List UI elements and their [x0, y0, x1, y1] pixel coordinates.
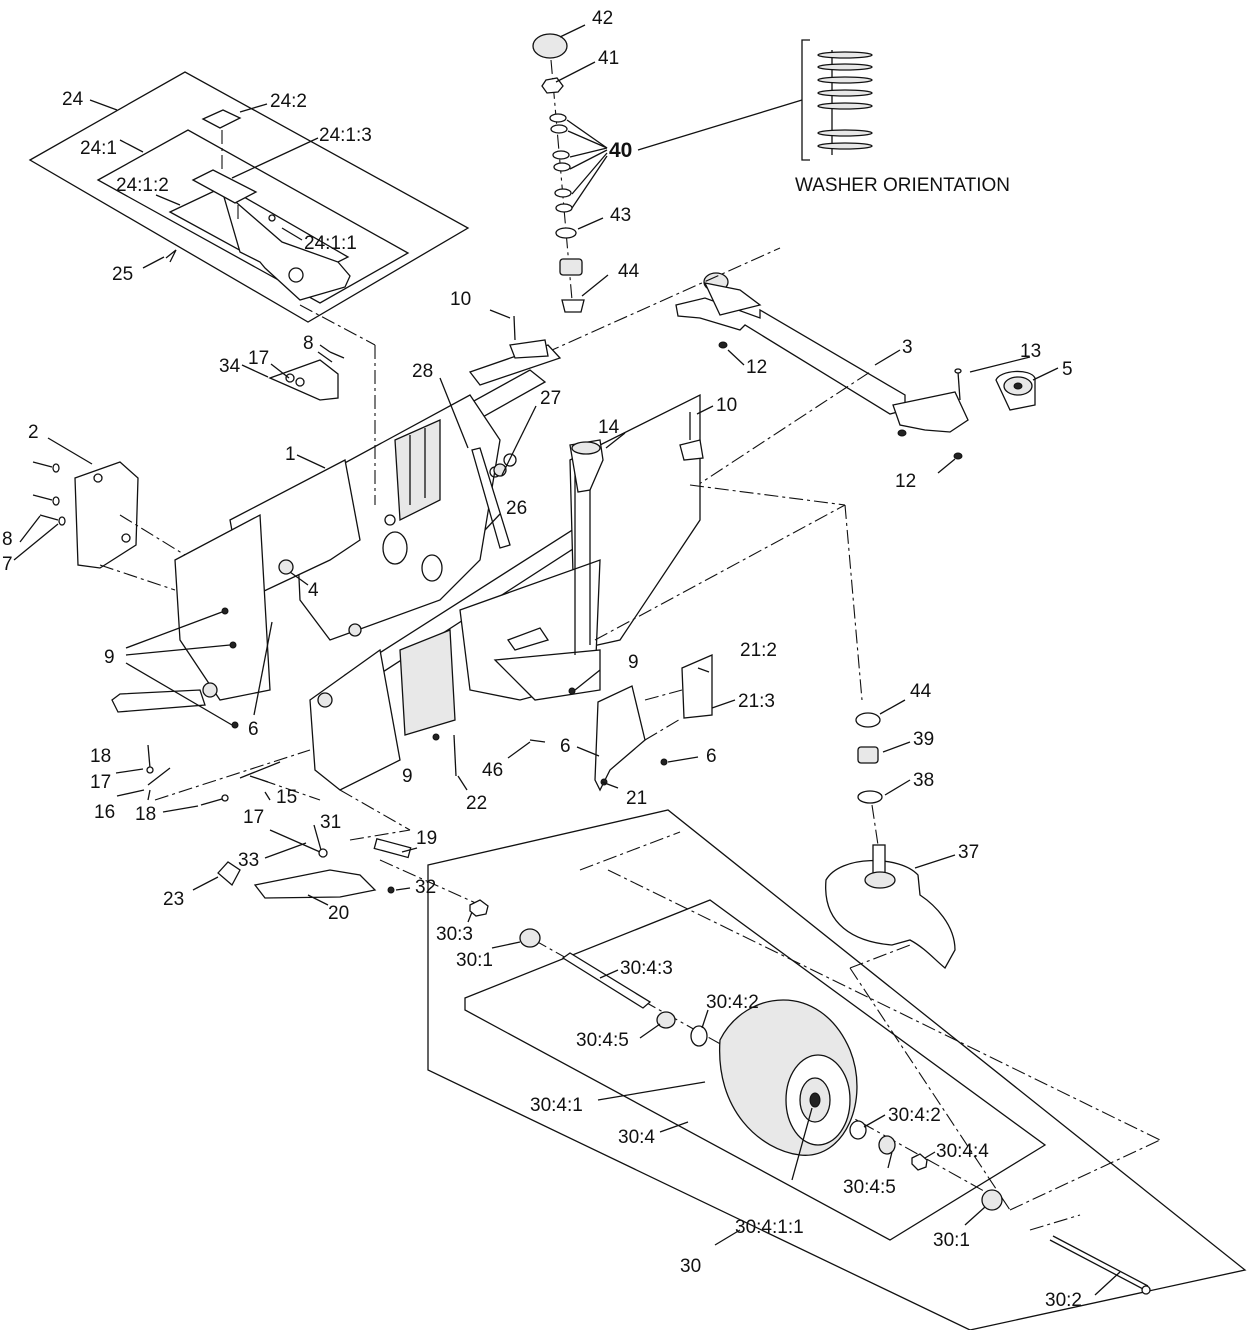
label-46: 46 [482, 760, 503, 781]
label-19: 19 [416, 828, 437, 849]
label-30-3: 30:3 [436, 924, 473, 945]
label-30-2: 30:2 [1045, 1290, 1082, 1311]
label-30-4-2-a: 30:4:2 [706, 992, 759, 1013]
label-28: 28 [412, 361, 433, 382]
label-30-4-4: 30:4:4 [936, 1141, 989, 1162]
label-6-c: 6 [706, 746, 717, 767]
label-24-1: 24:1 [80, 138, 117, 159]
bracket-2 [13, 437, 186, 591]
label-12-b: 12 [895, 471, 916, 492]
pedal-group-20 [192, 824, 418, 906]
label-41: 41 [598, 48, 619, 69]
label-5: 5 [1062, 359, 1073, 380]
guard-21 [432, 654, 736, 792]
label-12-a: 12 [746, 357, 767, 378]
label-24-1-2: 24:1:2 [116, 175, 169, 196]
label-23: 23 [163, 889, 184, 910]
label-18-bottom: 18 [135, 804, 156, 825]
label-37: 37 [958, 842, 979, 863]
label-44-top: 44 [618, 261, 640, 282]
label-1: 1 [285, 444, 296, 465]
label-30-4-5-a: 30:4:5 [576, 1030, 629, 1051]
label-17-mid: 17 [90, 772, 111, 793]
label-20: 20 [328, 903, 349, 924]
wheel-assembly-30 [427, 809, 1247, 1330]
label-24: 24 [62, 89, 84, 110]
label-21-2: 21:2 [740, 640, 777, 661]
label-38: 38 [913, 770, 934, 791]
label-32: 32 [415, 877, 436, 898]
label-17-bottom: 17 [243, 807, 264, 828]
label-9-left: 9 [104, 647, 115, 668]
label-13: 13 [1020, 341, 1041, 362]
label-43: 43 [610, 205, 631, 226]
label-21: 21 [626, 788, 647, 809]
label-6-b: 6 [560, 736, 571, 757]
label-15: 15 [276, 787, 297, 808]
label-30-4-5-b: 30:4:5 [843, 1177, 896, 1198]
hardware-small [115, 607, 481, 906]
label-21-3: 21:3 [738, 691, 775, 712]
label-34: 34 [219, 356, 241, 377]
label-8-top: 8 [303, 333, 314, 354]
front-axle-3 [522, 247, 1059, 491]
label-30-4-3: 30:4:3 [620, 958, 673, 979]
label-30-4-2-b: 30:4:2 [888, 1105, 941, 1126]
label-30-4: 30:4 [618, 1127, 655, 1148]
label-25: 25 [112, 264, 133, 285]
label-44-bottom: 44 [910, 681, 932, 702]
callout-labels: 42 41 40 43 44 24 24:2 24:1:3 24:1 24:1:… [2, 8, 1082, 1311]
label-10-a: 10 [450, 289, 471, 310]
label-8-left: 8 [2, 529, 13, 550]
panel-group-24 [28, 71, 470, 323]
label-10-b: 10 [716, 395, 737, 416]
label-24-1-3: 24:1:3 [319, 125, 372, 146]
label-31: 31 [320, 812, 341, 833]
label-9-mid: 9 [402, 766, 413, 787]
main-frame-1 [111, 304, 863, 791]
caster-fork-37 [825, 699, 956, 969]
washer-orientation-label: WASHER ORIENTATION [795, 175, 1010, 196]
label-7: 7 [2, 554, 13, 575]
label-30-1-b: 30:1 [933, 1230, 970, 1251]
bracket-34 [241, 344, 345, 401]
label-17-top: 17 [248, 348, 269, 369]
label-3: 3 [902, 337, 913, 358]
label-24-2: 24:2 [270, 91, 307, 112]
caster-stack-upper [532, 24, 609, 313]
label-30-1-a: 30:1 [456, 950, 493, 971]
label-18-top: 18 [90, 746, 111, 767]
label-30-4-1: 30:4:1 [530, 1095, 583, 1116]
label-42: 42 [592, 8, 613, 29]
label-24-1-1: 24:1:1 [304, 233, 357, 254]
label-30-4-1-1: 30:4:1:1 [735, 1217, 804, 1238]
label-2: 2 [28, 422, 39, 443]
washer-orientation-detail: WASHER ORIENTATION [637, 39, 1010, 196]
label-40: 40 [609, 139, 632, 162]
label-33: 33 [238, 850, 259, 871]
label-30: 30 [680, 1256, 701, 1277]
label-14: 14 [598, 417, 620, 438]
label-26: 26 [506, 498, 527, 519]
label-4: 4 [308, 580, 319, 601]
label-9-right: 9 [628, 652, 639, 673]
label-6-a: 6 [248, 719, 259, 740]
label-39: 39 [913, 729, 934, 750]
label-22: 22 [466, 793, 487, 814]
label-27: 27 [540, 388, 561, 409]
label-16: 16 [94, 802, 115, 823]
